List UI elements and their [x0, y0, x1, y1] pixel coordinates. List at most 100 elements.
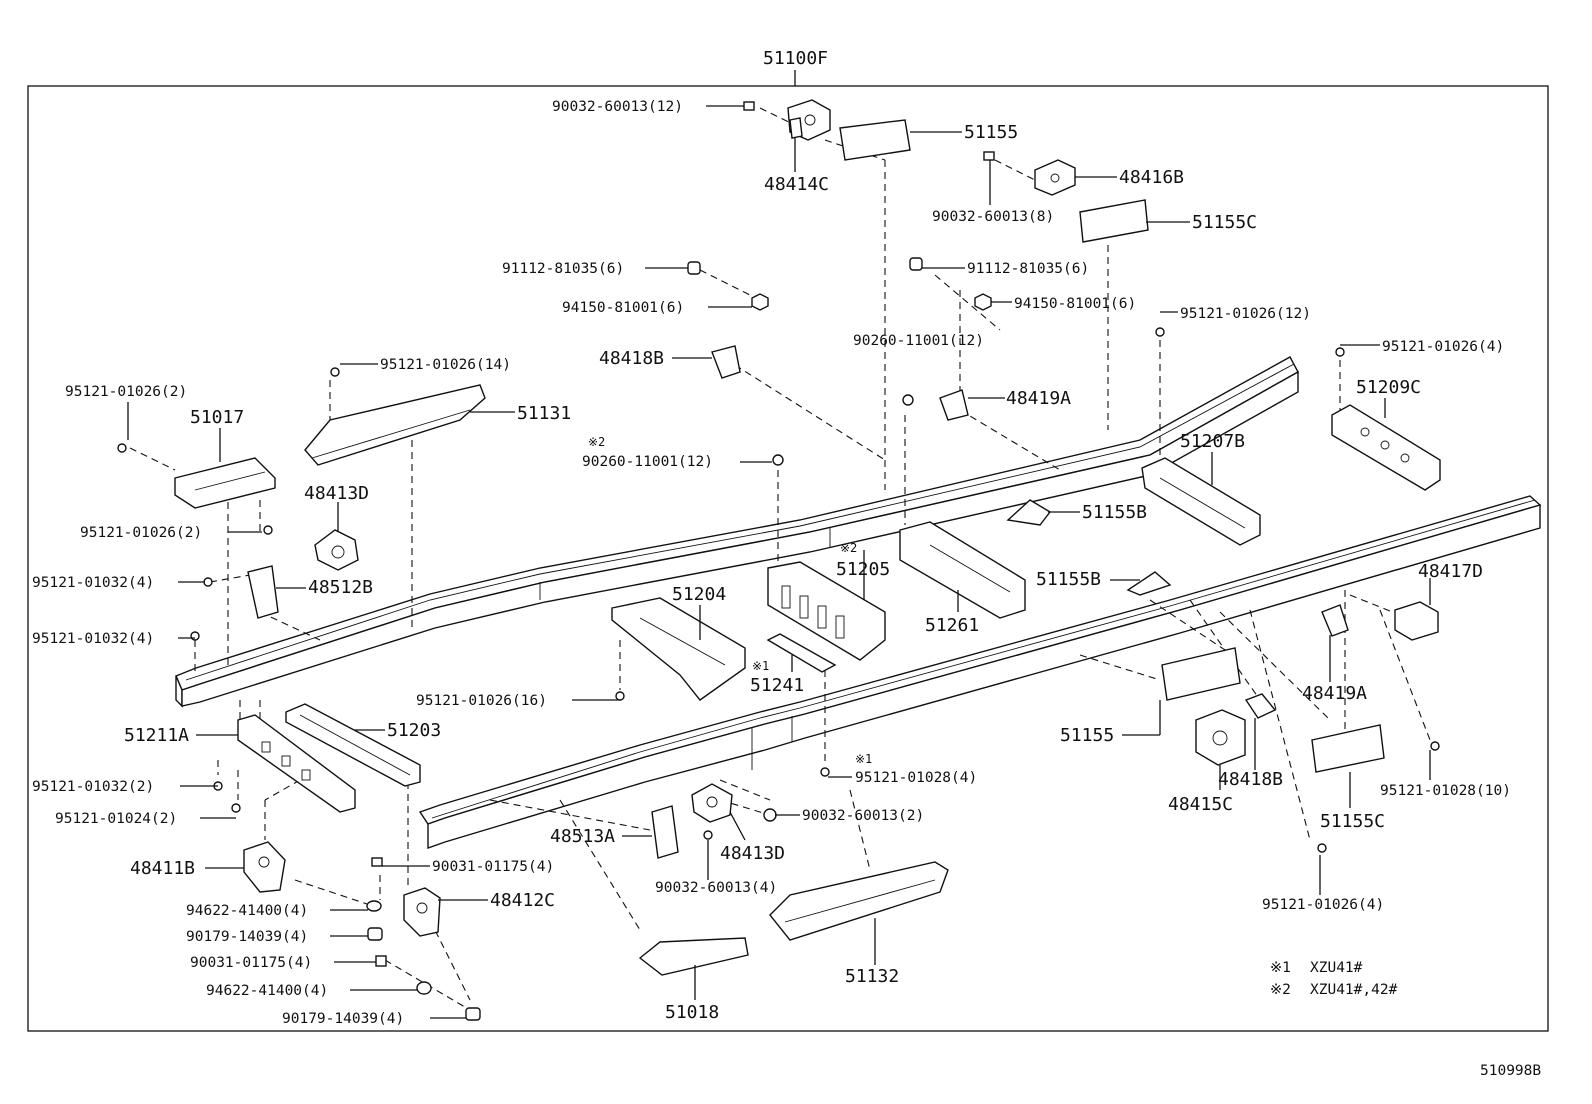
crossmember-51205: [767, 561, 886, 661]
frame-side-rail-left: [175, 356, 1299, 708]
part-label: 51209C: [1356, 377, 1421, 398]
part-label: 90032-60013(2): [802, 808, 924, 824]
crossmember-51211a: [237, 714, 356, 813]
part-label: 95121-01026(12): [1180, 306, 1311, 322]
part-label: 90032-60013(12): [552, 99, 683, 115]
part-label: 95121-01032(2): [32, 779, 154, 795]
part-label: 51131: [517, 403, 571, 424]
part-label: 90260-11001(12): [853, 333, 984, 349]
plate-51155-top: [839, 119, 911, 161]
assembly-leaders: [129, 107, 1431, 1011]
part-label: 48413D: [720, 843, 785, 864]
part-label: 51155: [1060, 725, 1114, 746]
crossmember-51204: [611, 597, 746, 701]
plate-51155c-lower: [1311, 724, 1385, 773]
part-label: 48418B: [599, 348, 664, 369]
note-mark: ※1: [1270, 960, 1291, 976]
part-label: 51203: [387, 720, 441, 741]
mount-48413d-lower: [691, 783, 733, 823]
part-label: 95121-01026(4): [1262, 897, 1384, 913]
bolt-icons: [117, 101, 1440, 1021]
part-label: 48512B: [308, 577, 373, 598]
diagram-frame: [27, 85, 1549, 1032]
plate-51155c-top: [1079, 199, 1149, 243]
part-label: 51018: [665, 1002, 719, 1023]
part-label: 48418B: [1218, 769, 1283, 790]
part-label: 51155: [964, 122, 1018, 143]
part-label: 51204: [672, 584, 726, 605]
part-label: 95121-01032(4): [32, 631, 154, 647]
part-label: 51017: [190, 407, 244, 428]
part-label: 48414C: [764, 174, 829, 195]
rail-51132: [769, 861, 949, 941]
part-label: 48419A: [1006, 388, 1071, 409]
bracket-48414c: [787, 99, 831, 141]
frame-side-rail-right: [418, 495, 1542, 849]
part-label: 91112-81035(6): [502, 261, 624, 277]
bracket-51018: [638, 937, 749, 976]
note-mark: ※2: [588, 435, 605, 449]
bracket-48419a-lower: [1321, 604, 1349, 637]
part-label: 95121-01026(2): [65, 384, 187, 400]
part-label: 51211A: [124, 725, 189, 746]
part-label: 51155B: [1082, 502, 1147, 523]
part-label: 95121-01026(16): [416, 693, 547, 709]
part-label: 51207B: [1180, 431, 1245, 452]
notes-legend: ※1 XZU41# ※2 XZU41#,42#: [1270, 960, 1398, 998]
part-label: 94622-41400(4): [206, 983, 328, 999]
part-label: 51241: [750, 675, 804, 696]
part-label: 90179-14039(4): [282, 1011, 404, 1027]
mount-48413d-upper: [314, 529, 359, 571]
crossmember-51261: [899, 521, 1026, 619]
part-label: 94150-81001(6): [1014, 296, 1136, 312]
assembly-number: 51100F: [763, 48, 828, 69]
diagram-code: 510998B: [1480, 1063, 1541, 1079]
part-label: 90179-14039(4): [186, 929, 308, 945]
part-label: 90260-11001(12): [582, 454, 713, 470]
part-label: 48513A: [550, 826, 615, 847]
part-labels: 90032-60013(12) 48414C 51155 48416B 9003…: [32, 99, 1511, 1027]
part-label: 91112-81035(6): [967, 261, 1089, 277]
crossmember-51207b: [1141, 457, 1261, 546]
part-label: 95121-01028(4): [855, 770, 977, 786]
part-label: 48419A: [1302, 683, 1367, 704]
bracket-48418b-lower: [1244, 693, 1277, 719]
mount-48415c: [1195, 709, 1246, 766]
part-label: 48412C: [490, 890, 555, 911]
crossmember-51209c: [1331, 404, 1441, 491]
plate-51241: [766, 633, 837, 673]
part-label: 95121-01028(10): [1380, 783, 1511, 799]
part-label: 95121-01026(4): [1382, 339, 1504, 355]
part-label: 48416B: [1119, 167, 1184, 188]
part-label: 90031-01175(4): [190, 955, 312, 971]
bracket-48416b: [1034, 159, 1076, 196]
part-label: 51205: [836, 559, 890, 580]
bracket-48418b-top: [711, 345, 741, 379]
mount-48417d: [1394, 601, 1439, 641]
note-mark: ※2: [1270, 982, 1291, 998]
part-label: 51155C: [1320, 811, 1385, 832]
rail-51131: [304, 384, 486, 466]
mount-48412c: [403, 887, 441, 937]
part-label: 90032-60013(8): [932, 209, 1054, 225]
bracket-48419a-top: [939, 389, 969, 421]
part-label: 48415C: [1168, 794, 1233, 815]
note-mark: ※1: [855, 752, 872, 766]
block-48512b: [247, 565, 279, 619]
part-label: 90031-01175(4): [432, 859, 554, 875]
part-label: 94150-81001(6): [562, 300, 684, 316]
block-48513a: [651, 805, 679, 859]
part-label: 95121-01024(2): [55, 811, 177, 827]
note-text: XZU41#: [1310, 960, 1363, 976]
note-text: XZU41#,42#: [1310, 982, 1398, 998]
part-label: 51155C: [1192, 212, 1257, 233]
note-mark: ※2: [840, 541, 857, 555]
label-leaders: [127, 105, 1431, 1019]
part-label: 51261: [925, 615, 979, 636]
part-label: 48413D: [304, 483, 369, 504]
part-label: 48417D: [1418, 561, 1483, 582]
part-label: 94622-41400(4): [186, 903, 308, 919]
plate-51155-lower: [1161, 647, 1241, 701]
bracket-51155b-lower: [1126, 571, 1172, 596]
